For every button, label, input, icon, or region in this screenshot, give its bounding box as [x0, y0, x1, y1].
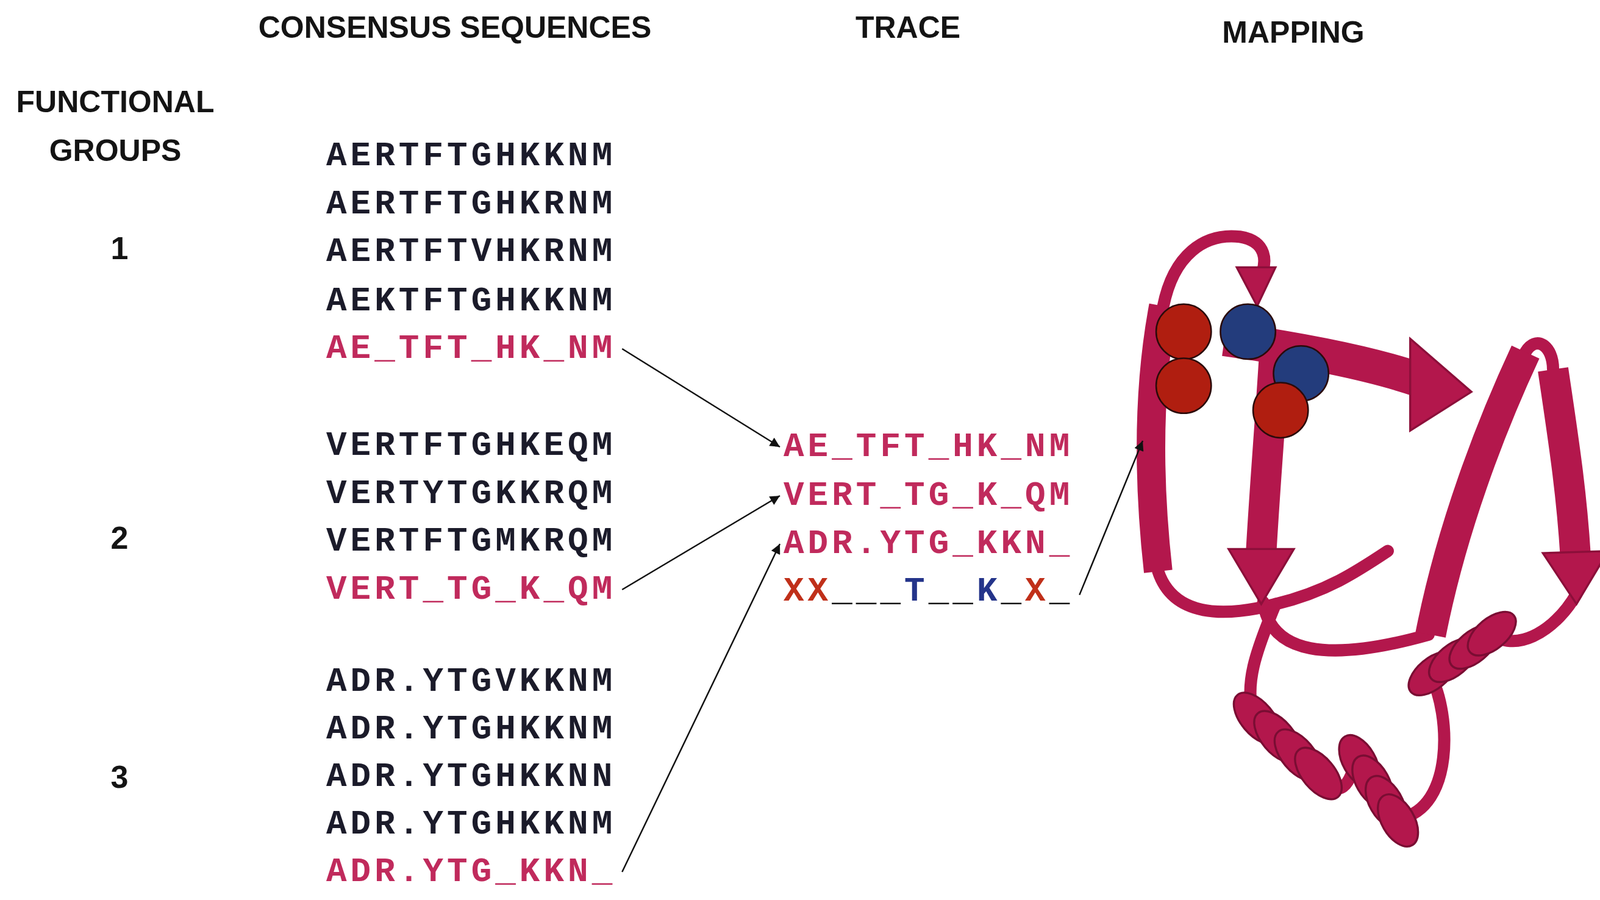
- column-header: CONSENSUS SEQUENCES: [258, 12, 652, 43]
- beta-strands: [1151, 306, 1576, 635]
- sequence-text: AERTFTVHKRNM: [326, 234, 616, 269]
- row-header: FUNCTIONAL GROUPS: [5, 77, 225, 175]
- arrowhead-strand: [1236, 267, 1276, 307]
- strand-heads: [1228, 267, 1600, 604]
- residue-markers: [1156, 304, 1329, 438]
- column-header: MAPPING: [1221, 17, 1365, 48]
- trace-row: VERT_TG_K_QM: [783, 478, 1074, 513]
- sequence-text: VERTFTGMKRQM: [326, 524, 616, 559]
- trace-row: AE_TFT_HK_NM: [783, 429, 1074, 465]
- arrowhead-strand: [1542, 551, 1600, 605]
- sequence-text: ADR.YTGVKKNM: [326, 664, 616, 699]
- consensus-sequence: VERT_TG_K_QM: [326, 572, 616, 607]
- arrowhead-strand: [1410, 339, 1472, 432]
- trace-char: _: [1000, 571, 1025, 611]
- trace-char: _: [856, 571, 881, 611]
- trace-char: K: [976, 571, 1002, 611]
- sequence-text: XX___T__K_X_: [783, 574, 1074, 609]
- group-number: 2: [110, 521, 129, 554]
- loop: [1400, 675, 1445, 819]
- helix-turn: [1369, 787, 1427, 854]
- group-number: 3: [110, 760, 129, 793]
- flow-arrow: [621, 543, 780, 872]
- trace-row: XX___T__K_X_: [783, 574, 1074, 609]
- group-number: 1: [110, 232, 129, 265]
- conserved-residue: [1220, 304, 1275, 360]
- arrowhead-strand: [1228, 548, 1294, 604]
- sequence-text: AEKTFTGHKKNM: [326, 284, 616, 319]
- sequence-text: ADR.YTGHKKNN: [326, 759, 616, 794]
- loop: [1263, 601, 1429, 650]
- ribbon-loops: [1157, 235, 1577, 819]
- variable-residue: [1253, 382, 1308, 438]
- sequence-text: AERTFTGHKRNM: [326, 187, 616, 222]
- sequence-text: ADR.YTG_KKN_: [783, 526, 1074, 561]
- mapping-panel: MAPPING: [1146, 12, 1588, 879]
- sequence-text: VERT_TG_K_QM: [783, 478, 1074, 513]
- sequence-text: VERT_TG_K_QM: [326, 572, 616, 607]
- sequence-text: ADR.YTG_KKN_: [326, 854, 616, 890]
- trace-char: _: [879, 571, 905, 611]
- strand: [1553, 369, 1576, 557]
- trace-char: X: [783, 571, 808, 611]
- sequence-text: AE_TFT_HK_NM: [326, 331, 616, 366]
- trace-char: _: [928, 571, 954, 611]
- trace-char: T: [904, 571, 929, 611]
- helix-turn: [1460, 603, 1524, 665]
- sequence-text: ADR.YTGHKKNM: [326, 807, 616, 842]
- sequence-text: AE_TFT_HK_NM: [783, 429, 1074, 465]
- flow-arrow: [1079, 440, 1143, 596]
- sequence-text: VERTFTGHKEQM: [326, 428, 616, 463]
- sequence-text: ADR.YTGHKKNM: [326, 712, 616, 747]
- consensus-sequence: ADR.YTG_KKN_: [326, 854, 616, 890]
- sequence-text: VERTYTGKKRQM: [326, 476, 616, 511]
- flow-arrow: [621, 495, 780, 590]
- variable-residue: [1156, 357, 1211, 413]
- trace-char: X: [807, 571, 833, 611]
- consensus-sequence: AE_TFT_HK_NM: [326, 331, 616, 366]
- flow-arrow: [621, 348, 780, 447]
- trace-char: _: [831, 571, 857, 611]
- variable-residue: [1156, 304, 1211, 360]
- trace-char: _: [952, 571, 977, 611]
- trace-char: _: [1049, 571, 1074, 611]
- trace-char: X: [1025, 571, 1050, 611]
- alpha-helices: [1225, 603, 1524, 854]
- trace-row: ADR.YTG_KKN_: [783, 526, 1074, 561]
- column-header: TRACE: [855, 12, 961, 43]
- sequence-text: AERTFTGHKKNM: [326, 139, 616, 174]
